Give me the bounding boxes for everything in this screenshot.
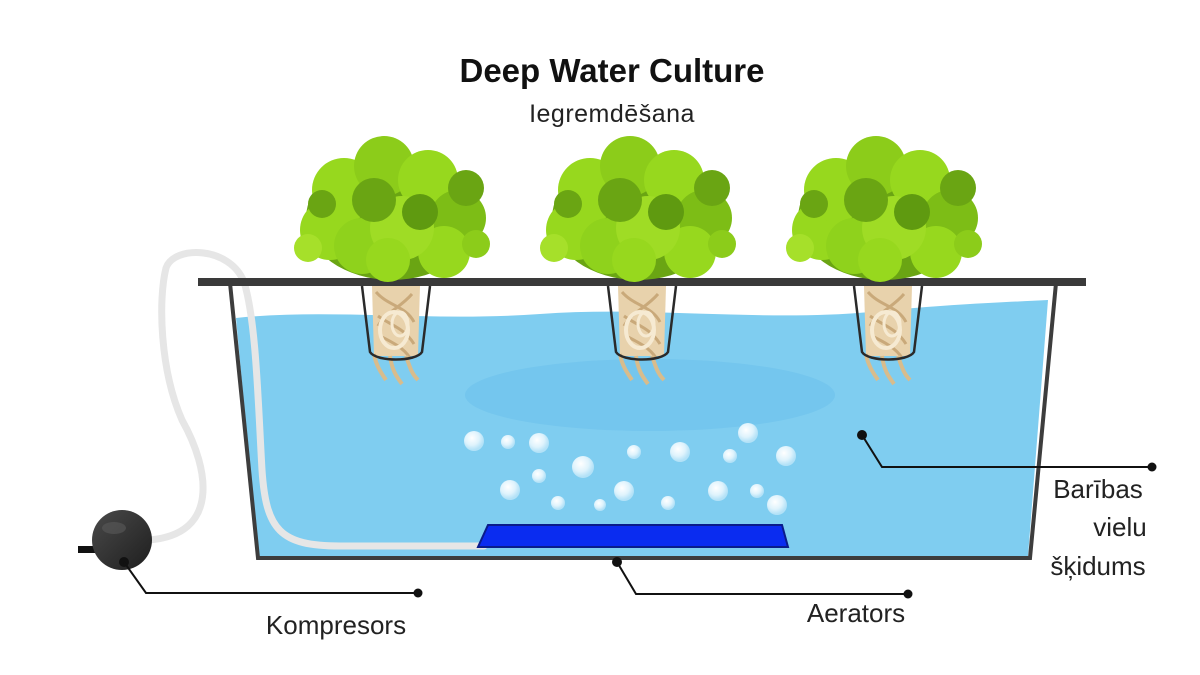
bubble (661, 496, 675, 510)
lettuce-1 (294, 136, 490, 282)
bubble (572, 456, 594, 478)
leader-nutrient-solution (857, 430, 1157, 472)
label-compressor: Kompresors (266, 610, 406, 640)
leader-compressor (119, 557, 423, 598)
diagram-subtitle: Iegremdēšana (529, 100, 695, 128)
bubble (708, 481, 728, 501)
bubble (529, 433, 549, 453)
bubble (767, 495, 787, 515)
leader-aerator (612, 557, 913, 599)
compressor-pump (78, 510, 152, 570)
bubble (464, 431, 484, 451)
label-nutrient-solution-1: Barības (1053, 474, 1143, 504)
bubble (670, 442, 690, 462)
air-bubbles (464, 423, 796, 515)
air-tube (144, 249, 488, 550)
water-highlight (465, 359, 835, 431)
bubble (594, 499, 606, 511)
bubble (723, 449, 737, 463)
label-aerator: Aerators (807, 598, 905, 628)
bubble (627, 445, 641, 459)
bubble (551, 496, 565, 510)
bubble (500, 480, 520, 500)
label-nutrient-solution-2: vielu (1093, 512, 1146, 542)
bubble (501, 435, 515, 449)
label-nutrient-solution-3: šķidums (1050, 551, 1145, 581)
tank-outline (228, 282, 1058, 560)
bubble (776, 446, 796, 466)
lettuce-3 (786, 136, 982, 282)
raft-lid (198, 278, 1086, 286)
bubble (750, 484, 764, 498)
diagram-title: Deep Water Culture (460, 52, 765, 89)
aerator-stone (476, 524, 790, 548)
lettuce-2 (540, 136, 736, 282)
bubble (738, 423, 758, 443)
bubble (614, 481, 634, 501)
bubble (532, 469, 546, 483)
